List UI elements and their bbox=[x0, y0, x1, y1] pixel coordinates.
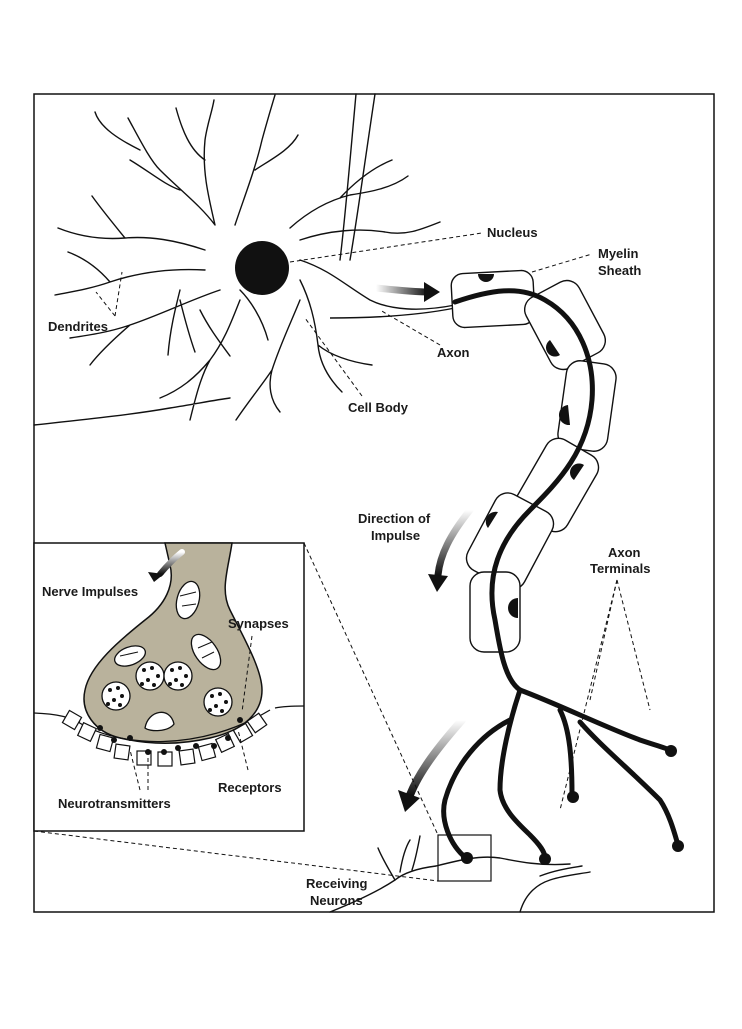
nucleus bbox=[235, 241, 289, 295]
label-direction-line1: Direction of bbox=[358, 511, 431, 526]
zoom-box bbox=[437, 834, 492, 882]
label-nerve-impulses: Nerve Impulses bbox=[42, 584, 138, 599]
label-myelin-line1: Myelin bbox=[598, 246, 639, 261]
label-neurotransmitters: Neurotransmitters bbox=[58, 796, 171, 811]
cell-body-dendrites bbox=[33, 93, 456, 426]
label-synapses: Synapses bbox=[228, 616, 289, 631]
label-receiving-line1: Receiving bbox=[306, 876, 367, 891]
axon-terminals bbox=[441, 687, 681, 861]
leader-lines bbox=[33, 232, 651, 882]
label-nucleus: Nucleus bbox=[487, 225, 538, 240]
synapse-inset bbox=[33, 542, 305, 832]
impulse-arrow-top-head bbox=[424, 282, 440, 302]
label-receiving-line2: Neurons bbox=[310, 893, 363, 908]
terminal-bulbs bbox=[461, 745, 684, 865]
impulse-arrow-middle bbox=[434, 506, 474, 579]
label-myelin-line2: Sheath bbox=[598, 263, 641, 278]
label-cell-body: Cell Body bbox=[348, 400, 409, 415]
impulse-arrow-lower-head bbox=[398, 790, 420, 812]
receiving-neurons bbox=[329, 835, 591, 913]
label-axon-terminals-line1: Axon bbox=[608, 545, 641, 560]
impulse-arrow-top bbox=[372, 284, 432, 296]
schwann-nuclei bbox=[478, 274, 584, 618]
impulse-arrow-lower bbox=[406, 716, 466, 799]
initial-axon bbox=[329, 307, 456, 319]
impulse-arrow-middle-head bbox=[428, 574, 448, 592]
label-axon-terminals-line2: Terminals bbox=[590, 561, 650, 576]
label-dendrites: Dendrites bbox=[48, 319, 108, 334]
axon-core bbox=[452, 288, 595, 693]
label-direction-line2: Impulse bbox=[371, 528, 420, 543]
label-receptors: Receptors bbox=[218, 780, 282, 795]
label-axon: Axon bbox=[437, 345, 470, 360]
myelin-sheath bbox=[450, 269, 617, 653]
